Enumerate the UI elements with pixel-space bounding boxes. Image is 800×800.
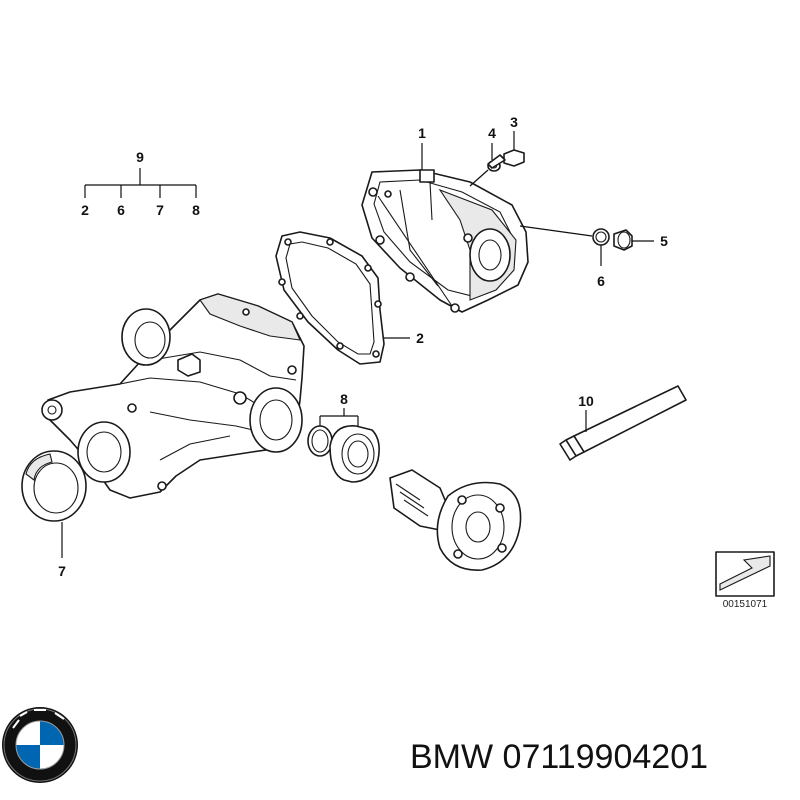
callout-9: 9	[136, 149, 144, 165]
callout-8-legend: 8	[192, 202, 200, 218]
rear-cover-part	[361, 169, 529, 313]
callout-5: 5	[660, 233, 668, 249]
differential-housing-part	[41, 293, 305, 499]
callout-6-legend: 6	[117, 202, 125, 218]
callout-7: 7	[58, 563, 66, 579]
bmw-logo	[2, 707, 78, 783]
screw-plug-part	[613, 229, 633, 251]
sealant-tube-part	[559, 385, 687, 461]
reference-code: 00151071	[723, 599, 768, 610]
output-flange-part	[389, 469, 522, 571]
shaft-seal-right-part	[329, 425, 380, 483]
shaft-seal-part	[21, 450, 87, 522]
callout-4: 4	[488, 125, 496, 141]
part-number-caption: BMW 07119904201	[410, 738, 709, 776]
o-ring-part	[307, 425, 333, 457]
gasket-part	[275, 231, 385, 365]
callout-3: 3	[510, 114, 518, 130]
callout-7-legend: 7	[156, 202, 164, 218]
seal-ring-part	[592, 228, 610, 246]
callout-6-seal: 6	[597, 273, 605, 289]
callout-1: 1	[418, 125, 426, 141]
bolt-part	[487, 149, 525, 169]
callout-2: 2	[416, 330, 424, 346]
callout-8: 8	[340, 391, 348, 407]
callout-2-legend: 2	[81, 202, 89, 218]
callout-10: 10	[578, 393, 594, 409]
callout-group-9: 9 2 6 7 8	[81, 149, 200, 218]
reference-box: 00151071	[715, 551, 775, 610]
